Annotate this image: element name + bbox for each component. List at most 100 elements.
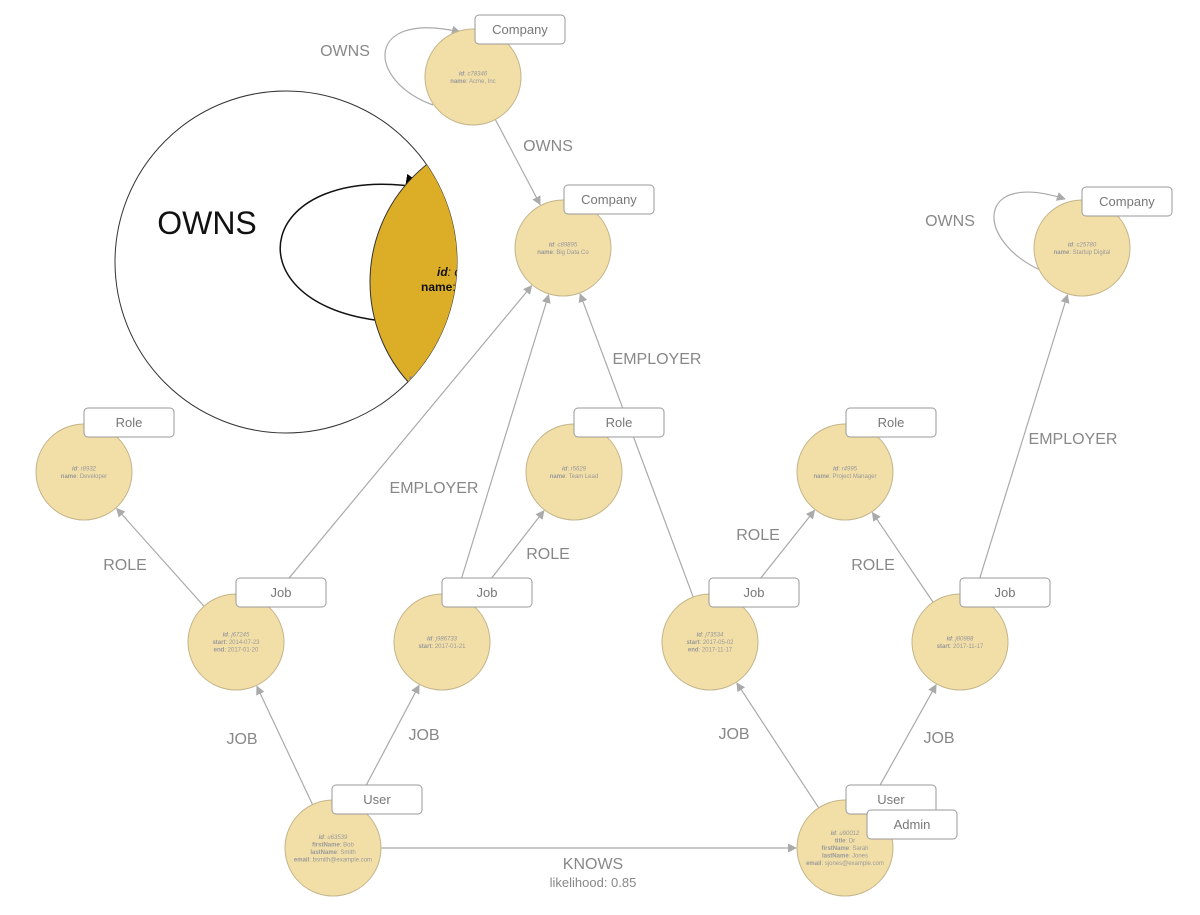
edges-layer: OWNS OWNS OWNS ROLE EMPLOYER ROLE EMPLOYER ROLE…: [103, 25, 1118, 890]
edge-role[interactable]: [871, 511, 934, 603]
node-circle[interactable]: [514, 199, 612, 297]
node-property: id: r5629: [562, 466, 587, 472]
node-property: name: Team Lead: [550, 474, 599, 480]
node-label-badge[interactable]: [563, 184, 655, 215]
node-company[interactable]: id: c25780 name: Startup Digital Company: [1033, 186, 1173, 297]
node-property: id: c25780: [1068, 242, 1097, 248]
node-label-badge[interactable]: [83, 407, 175, 438]
node-company[interactable]: id: c89895 name: Big Data Co Company: [514, 184, 655, 297]
edge-job[interactable]: [256, 685, 314, 805]
edge-employer[interactable]: [973, 293, 1070, 597]
node-property: end: 2017-01-20: [214, 648, 259, 654]
node-circle[interactable]: [424, 28, 522, 126]
node-property: email: sjones@example.com: [806, 861, 884, 867]
node-company[interactable]: id: c78346 name: Acme, Inc Company: [424, 14, 566, 126]
node-property: lastName: Smith: [310, 850, 355, 856]
node-role[interactable]: id: r4995 name: Project Manager Role: [796, 407, 937, 521]
node-property: name: Startup Digital: [1054, 250, 1111, 256]
edge-label: ROLE: [526, 546, 570, 563]
node-label-badge[interactable]: [441, 577, 533, 608]
edge-label: KNOWS: [563, 856, 623, 873]
node-property: name: Big Data Co: [537, 250, 589, 256]
node-label-text: User: [363, 792, 391, 807]
node-property: id: c89895: [549, 242, 578, 248]
edge-property: likelihood: 0.85: [550, 875, 637, 890]
node-property: start: 2014-07-23: [212, 640, 260, 646]
lens-node-id: id: c7: [437, 265, 468, 279]
node-label-badge[interactable]: [235, 577, 327, 608]
node-label-text: Company: [492, 22, 548, 37]
node-label-badge[interactable]: [866, 809, 958, 840]
node-property: end: 2017-11-17: [688, 648, 733, 654]
node-label-badge[interactable]: [474, 14, 566, 45]
node-property: id: r4995: [833, 466, 858, 472]
edge-owns-loop[interactable]: [384, 25, 461, 106]
node-circle[interactable]: [796, 423, 894, 521]
node-property: name: Acme, Inc: [450, 79, 495, 85]
node-property: id: j67245: [223, 633, 250, 639]
edge-label: ROLE: [851, 557, 895, 574]
node-property: id: j73534: [697, 633, 724, 639]
node-property: id: r8932: [72, 466, 97, 472]
node-label-text: Job: [744, 585, 765, 600]
node-property: email: bsmith@example.com: [294, 857, 372, 863]
node-label-text: Role: [606, 415, 633, 430]
edge-role[interactable]: [116, 507, 205, 607]
node-property: id: u63539: [319, 835, 348, 841]
node-property: id: c78346: [459, 71, 488, 77]
edge-label: JOB: [923, 730, 954, 747]
edge-label: JOB: [718, 726, 749, 743]
node-property: name: Project Manager: [813, 474, 876, 480]
node-property: id: u90012: [831, 831, 860, 837]
edge-label: EMPLOYER: [1029, 431, 1118, 448]
node-label-badge[interactable]: [573, 407, 665, 438]
edge-employer[interactable]: [266, 285, 533, 606]
node-property: start: 2017-11-17: [937, 644, 984, 650]
node-label-text: Role: [878, 415, 905, 430]
node-label-text: Job: [271, 585, 292, 600]
node-label-text: Company: [1099, 194, 1155, 209]
edge-label: ROLE: [736, 527, 780, 544]
edge-employer[interactable]: [578, 293, 694, 598]
node-label-badge[interactable]: [708, 577, 800, 608]
edge-label: ROLE: [103, 557, 147, 574]
edge-label: OWNS: [523, 138, 573, 155]
node-label-badge[interactable]: [845, 407, 937, 438]
node-property: id: j986733: [427, 636, 458, 642]
edge-job[interactable]: [736, 682, 820, 809]
node-property: lastName: Jones: [822, 854, 868, 860]
node-label-text: User: [877, 792, 905, 807]
node-label-badge[interactable]: [331, 784, 423, 815]
edge-label: JOB: [226, 731, 257, 748]
node-property: start: 2017-05-02: [686, 640, 734, 646]
edge-label: OWNS: [925, 213, 975, 230]
edge-label: EMPLOYER: [390, 480, 479, 497]
edge-employer[interactable]: [455, 293, 551, 597]
node-role[interactable]: id: r5629 name: Team Lead Role: [525, 407, 665, 521]
lens-self-loop-arrow: [279, 173, 428, 321]
node-label-badge[interactable]: [959, 577, 1051, 608]
node-role[interactable]: id: r8932 name: Developer Role: [35, 407, 175, 521]
node-label-text: Company: [581, 192, 637, 207]
node-label-text: Admin: [894, 817, 931, 832]
lens-edge-label: OWNS: [157, 205, 257, 241]
node-label-badge[interactable]: [1081, 186, 1173, 217]
node-label-text: Role: [116, 415, 143, 430]
node-property: start: 2017-01-21: [418, 644, 466, 650]
edge-owns[interactable]: [494, 119, 541, 206]
edge-owns-loop[interactable]: [993, 191, 1066, 271]
node-property: name: Developer: [61, 474, 107, 480]
node-property: title: Dr: [835, 839, 855, 845]
node-property: firstName: Bob: [312, 842, 354, 848]
node-property: firstName: Sarah: [821, 846, 868, 852]
edge-label: JOB: [408, 727, 439, 744]
edge-label: EMPLOYER: [613, 351, 702, 368]
